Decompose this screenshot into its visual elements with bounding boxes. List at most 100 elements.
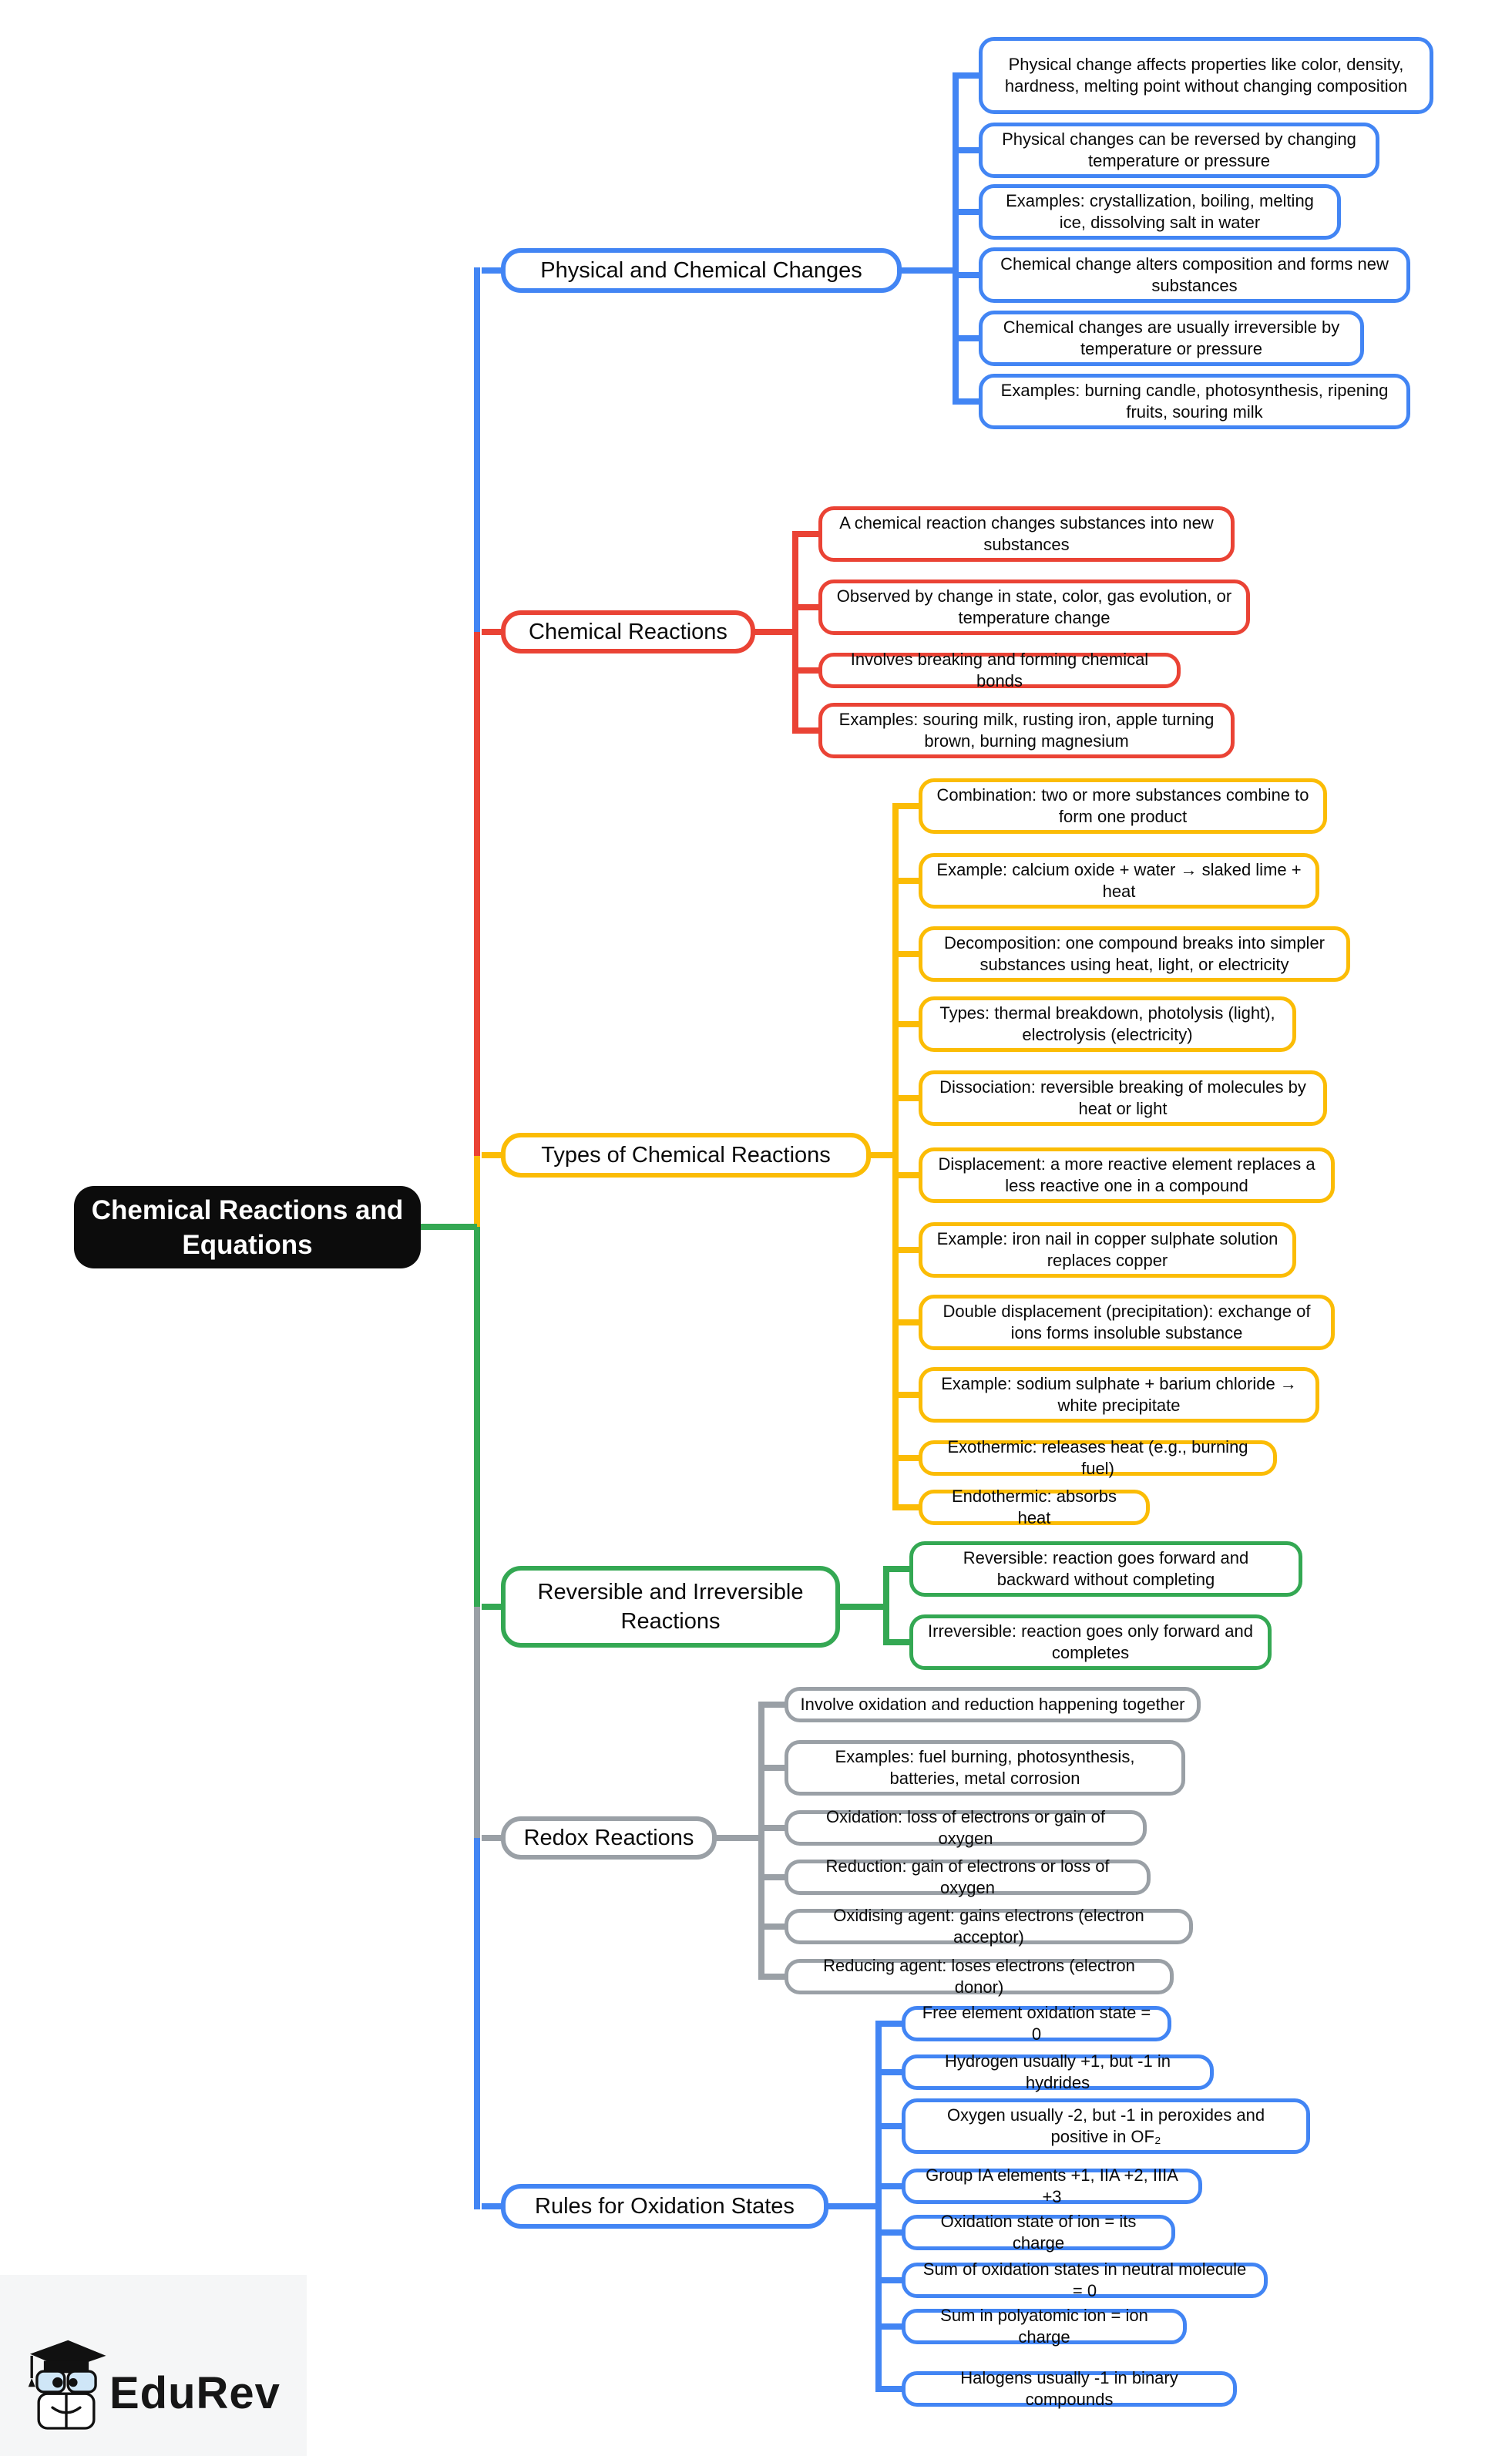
leaf-node[interactable]: Oxidation state of ion = its charge bbox=[879, 2212, 1175, 2253]
leaf-node[interactable]: Sum in polyatomic ion = ion charge bbox=[879, 2306, 1187, 2347]
leaf-node[interactable]: Halogens usually -1 in binary compounds bbox=[879, 2368, 1237, 2409]
rail-physical bbox=[953, 72, 959, 405]
trunk-segment-redox bbox=[474, 1607, 480, 1838]
leaf-node[interactable]: Chemical changes are usually irreversibl… bbox=[956, 311, 1364, 366]
trunk-segment-reversible bbox=[474, 1227, 480, 1607]
leaf-text: A chemical reaction changes substances i… bbox=[839, 513, 1214, 554]
leaf-text: Chemical changes are usually irreversibl… bbox=[1003, 317, 1340, 358]
leaf-text: Displacement: a more reactive element re… bbox=[938, 1154, 1315, 1195]
leaf-node[interactable]: Exothermic: releases heat (e.g., burning… bbox=[896, 1437, 1277, 1478]
leaf-node[interactable]: Sum of oxidation states in neutral molec… bbox=[879, 2259, 1268, 2300]
leaf-text: Exothermic: releases heat (e.g., burning… bbox=[947, 1437, 1248, 1478]
leaf-node[interactable]: Endothermic: absorbs heat bbox=[896, 1487, 1150, 1527]
leaf-node[interactable]: Physical change affects properties like … bbox=[956, 37, 1433, 114]
leaf-text: Hydrogen usually +1, but -1 in hydrides bbox=[945, 2051, 1171, 2092]
leaf-node[interactable]: Reversible: reaction goes forward and ba… bbox=[887, 1541, 1302, 1597]
leaf-text: Physical changes can be reversed by chan… bbox=[1002, 129, 1356, 170]
leaf-text: Group IA elements +1, IIA +2, IIIA +3 bbox=[926, 2165, 1178, 2206]
leaf-text: Sum in polyatomic ion = ion charge bbox=[940, 2306, 1148, 2347]
leaf-node[interactable]: Involves breaking and forming chemical b… bbox=[796, 650, 1181, 690]
rail-chemical bbox=[792, 531, 798, 734]
leaf-text: Combination: two or more substances comb… bbox=[936, 785, 1309, 826]
root-node[interactable]: Chemical Reactions and Equations bbox=[74, 1186, 421, 1268]
leaf-node[interactable]: Free element oxidation state = 0 bbox=[879, 2003, 1171, 2044]
branch-label-types-of-chemical-reactions[interactable]: Types of Chemical Reactions bbox=[482, 1133, 894, 1178]
leaf-node[interactable]: Hydrogen usually +1, but -1 in hydrides bbox=[879, 2051, 1214, 2092]
branch-label-redox-reactions[interactable]: Redox Reactions bbox=[482, 1816, 760, 1860]
leaf-text: Observed by change in state, color, gas … bbox=[836, 586, 1232, 627]
leaf-node[interactable]: Example: iron nail in copper sulphate so… bbox=[896, 1222, 1296, 1278]
leaf-text: Example: sodium sulphate + barium chlori… bbox=[941, 1374, 1297, 1415]
leaf-node[interactable]: Example: calcium oxide + water → slaked … bbox=[896, 853, 1319, 909]
leaf-node[interactable]: Involve oxidation and reduction happenin… bbox=[762, 1687, 1201, 1722]
trunk-segment-chemical bbox=[474, 632, 480, 1156]
leaf-text: Physical change affects properties like … bbox=[1004, 55, 1408, 96]
leaf-node[interactable]: Decomposition: one compound breaks into … bbox=[896, 926, 1350, 982]
leaf-node[interactable]: Examples: burning candle, photosynthesis… bbox=[956, 374, 1410, 429]
leaf-node[interactable]: Types: thermal breakdown, photolysis (li… bbox=[896, 996, 1296, 1052]
leaf-text: Dissociation: reversible breaking of mol… bbox=[939, 1077, 1306, 1118]
leaf-text: Involves breaking and forming chemical b… bbox=[850, 650, 1149, 690]
root-title: Chemical Reactions and Equations bbox=[91, 1194, 404, 1260]
leaf-node[interactable]: Group IA elements +1, IIA +2, IIIA +3 bbox=[879, 2165, 1202, 2206]
rail-reversible bbox=[883, 1566, 889, 1645]
leaf-text: Free element oxidation state = 0 bbox=[922, 2003, 1151, 2044]
leaf-text: Examples: crystallization, boiling, melt… bbox=[1006, 191, 1314, 232]
leaf-node[interactable]: Physical changes can be reversed by chan… bbox=[956, 123, 1379, 178]
leaf-node[interactable]: Oxidising agent: gains electrons (electr… bbox=[762, 1906, 1193, 1947]
branch-label-text: Chemical Reactions bbox=[529, 620, 727, 644]
branch-label-physical-and-chemical-changes[interactable]: Physical and Chemical Changes bbox=[482, 248, 954, 293]
leaf-node[interactable]: Examples: souring milk, rusting iron, ap… bbox=[796, 703, 1235, 758]
leaf-text: Examples: fuel burning, photosynthesis, … bbox=[835, 1747, 1135, 1788]
leaf-node[interactable]: A chemical reaction changes substances i… bbox=[796, 506, 1235, 562]
leaf-text: Example: iron nail in copper sulphate so… bbox=[936, 1229, 1278, 1270]
leaf-text: Chemical change alters composition and f… bbox=[1000, 254, 1389, 295]
leaf-node[interactable]: Displacement: a more reactive element re… bbox=[896, 1147, 1335, 1203]
leaf-text: Reduction: gain of electrons or loss of … bbox=[825, 1856, 1110, 1897]
leaf-text: Oxygen usually -2, but -1 in peroxides a… bbox=[946, 2105, 1265, 2146]
rail-rules bbox=[875, 2021, 882, 2392]
leaf-node[interactable]: Example: sodium sulphate + barium chlori… bbox=[896, 1367, 1319, 1423]
leaf-text: Reversible: reaction goes forward and ba… bbox=[963, 1548, 1249, 1589]
edurev-mascot-icon bbox=[28, 2340, 106, 2430]
rail-types bbox=[892, 803, 899, 1510]
leaf-node[interactable]: Dissociation: reversible breaking of mol… bbox=[896, 1070, 1327, 1126]
root-connector bbox=[421, 1224, 477, 1230]
leaf-node[interactable]: Reducing agent: loses electrons (electro… bbox=[762, 1956, 1174, 1997]
leaf-node[interactable]: Double displacement (precipitation): exc… bbox=[896, 1295, 1335, 1350]
branch-label-text: Types of Chemical Reactions bbox=[541, 1143, 831, 1168]
leaf-text: Oxidising agent: gains electrons (electr… bbox=[833, 1906, 1144, 1947]
branch-label-text: Reversible and Irreversible Reactions bbox=[537, 1580, 804, 1634]
branch-label-chemical-reactions[interactable]: Chemical Reactions bbox=[482, 610, 794, 653]
leaf-node[interactable]: Chemical change alters composition and f… bbox=[956, 247, 1410, 303]
leaf-node[interactable]: Oxidation: loss of electrons or gain of … bbox=[762, 1807, 1147, 1848]
edurev-logo-text[interactable]: EduRev bbox=[109, 2368, 281, 2418]
leaf-text: Sum of oxidation states in neutral molec… bbox=[922, 2259, 1247, 2300]
trunk-segment-types bbox=[474, 1156, 480, 1227]
leaf-node[interactable]: Examples: fuel burning, photosynthesis, … bbox=[762, 1740, 1185, 1796]
leaf-text: Reducing agent: loses electrons (electro… bbox=[823, 1956, 1135, 1997]
leaf-node[interactable]: Reduction: gain of electrons or loss of … bbox=[762, 1856, 1151, 1897]
rail-redox bbox=[758, 1702, 764, 1980]
leaf-text: Types: thermal breakdown, photolysis (li… bbox=[939, 1003, 1275, 1044]
leaf-node[interactable]: Irreversible: reaction goes only forward… bbox=[887, 1614, 1272, 1670]
leaf-text: Double displacement (precipitation): exc… bbox=[942, 1302, 1311, 1342]
leaf-text: Irreversible: reaction goes only forward… bbox=[928, 1621, 1253, 1662]
leaf-text: Example: calcium oxide + water → slaked … bbox=[936, 860, 1302, 901]
leaf-text: Oxidation: loss of electrons or gain of … bbox=[826, 1807, 1105, 1848]
leaf-text: Halogens usually -1 in binary compounds bbox=[960, 2368, 1178, 2409]
branch-label-text: Rules for Oxidation States bbox=[535, 2194, 795, 2219]
trunk-segment-rules bbox=[474, 1838, 480, 2209]
branch-label-reversible-and-irreversible-reactions[interactable]: Reversible and Irreversible Reactions bbox=[482, 1566, 885, 1648]
leaf-text: Decomposition: one compound breaks into … bbox=[943, 933, 1326, 974]
leaf-node[interactable]: Examples: crystallization, boiling, melt… bbox=[956, 184, 1341, 240]
leaf-node[interactable]: Oxygen usually -2, but -1 in peroxides a… bbox=[879, 2098, 1310, 2154]
branch-label-rules-for-oxidation-states[interactable]: Rules for Oxidation States bbox=[482, 2184, 877, 2229]
branch-label-text: Redox Reactions bbox=[523, 1826, 694, 1850]
leaf-node[interactable]: Observed by change in state, color, gas … bbox=[796, 580, 1250, 635]
leaf-node[interactable]: Combination: two or more substances comb… bbox=[896, 778, 1327, 834]
leaf-text: Oxidation state of ion = its charge bbox=[940, 2212, 1137, 2253]
leaf-text: Examples: burning candle, photosynthesis… bbox=[1000, 381, 1389, 422]
trunk-segment-physical bbox=[474, 267, 480, 632]
